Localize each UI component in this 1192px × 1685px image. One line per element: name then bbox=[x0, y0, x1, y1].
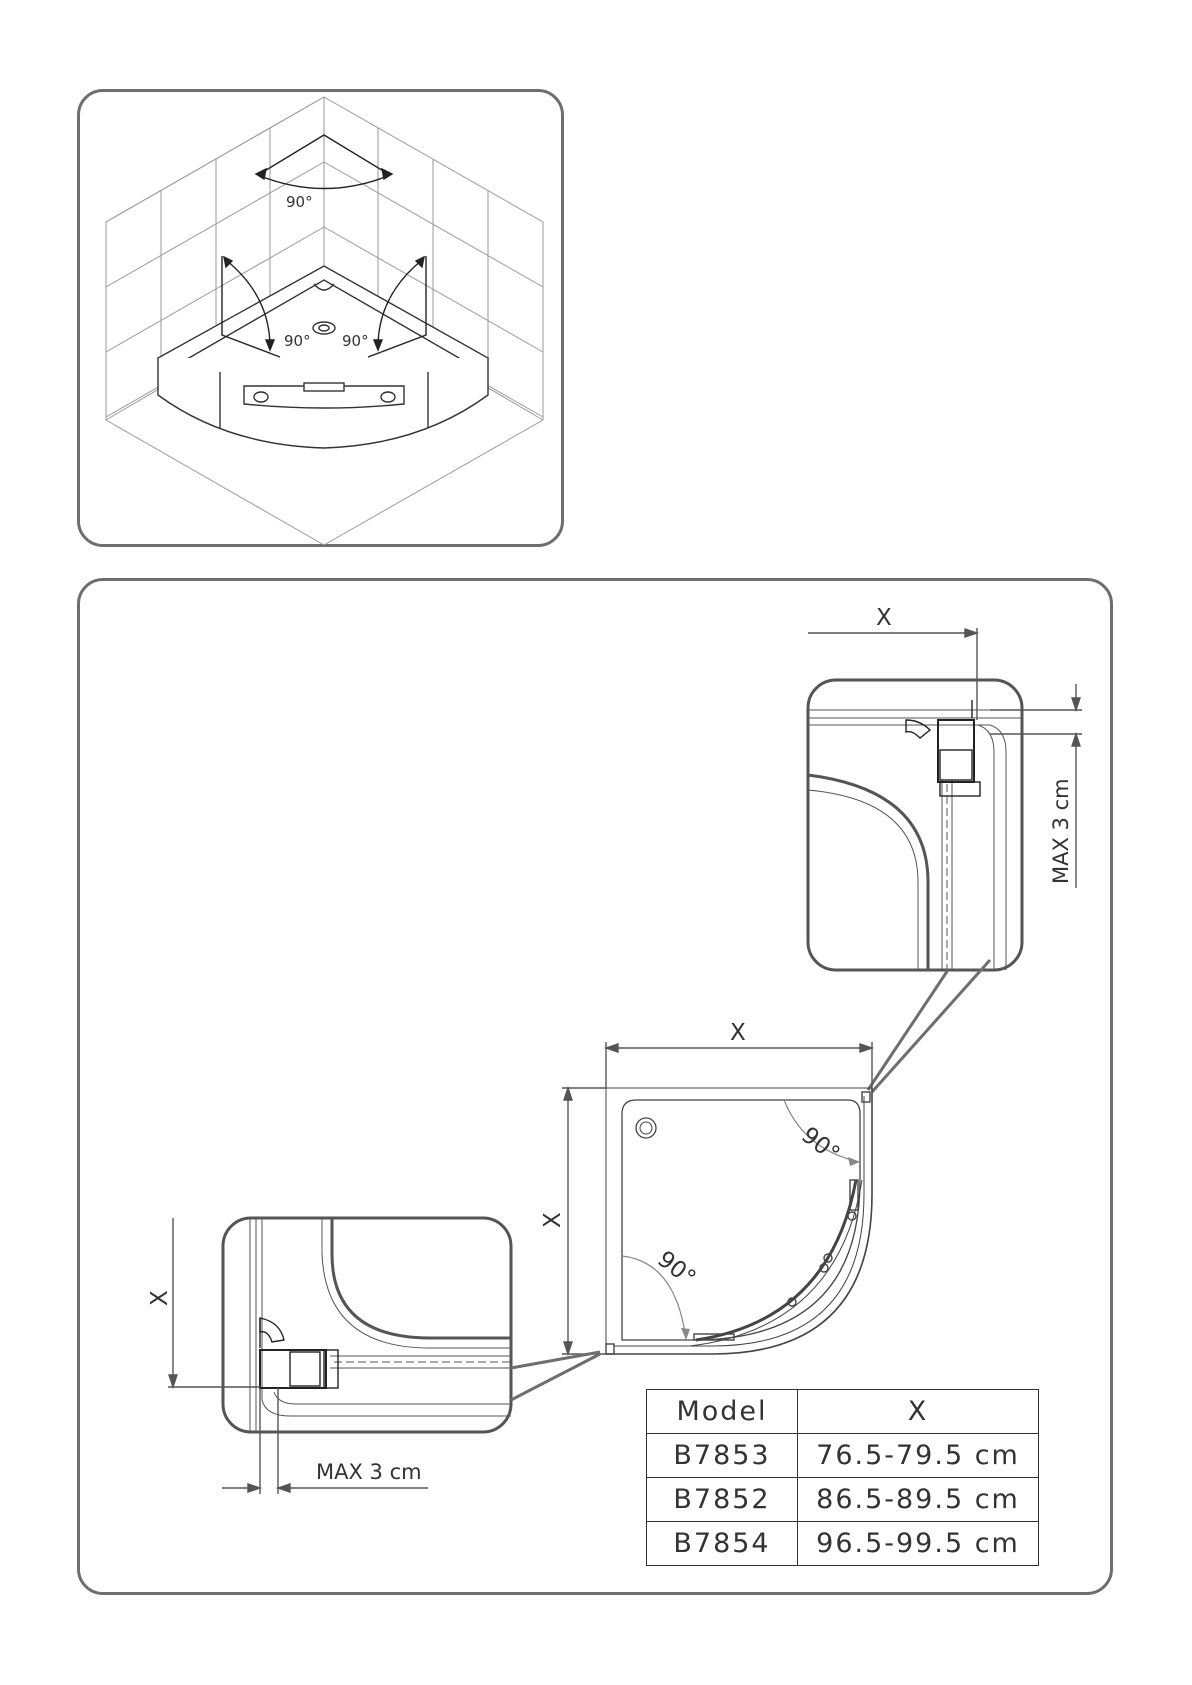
x-range-cell: 96.5-99.5 cm bbox=[798, 1522, 1039, 1566]
right-callout-connector bbox=[868, 960, 990, 1092]
table-row: B7854 96.5-99.5 cm bbox=[647, 1522, 1039, 1566]
column-header-x: X bbox=[798, 1390, 1039, 1434]
angle-label-left: 90° bbox=[284, 332, 311, 350]
max-label-left: MAX 3 cm bbox=[316, 1460, 422, 1484]
tray-plan-view bbox=[606, 1088, 872, 1354]
dim-label-x-right-detail: X bbox=[876, 605, 892, 631]
x-range-cell: 86.5-89.5 cm bbox=[798, 1478, 1039, 1522]
angle-label-lower: 90° bbox=[652, 1246, 700, 1292]
dimension-x-top bbox=[606, 1042, 872, 1088]
right-detail-callout bbox=[808, 680, 1022, 970]
max-label-right: MAX 3 cm bbox=[1049, 778, 1073, 884]
angle-label-upper: 90° bbox=[796, 1122, 844, 1168]
dim-label-x-left-detail: X bbox=[147, 1290, 173, 1306]
model-dimension-table: Model X B7853 76.5-79.5 cm B7852 86.5-89… bbox=[646, 1389, 1039, 1566]
model-cell: B7852 bbox=[647, 1478, 798, 1522]
x-range-cell: 76.5-79.5 cm bbox=[798, 1434, 1039, 1478]
angle-label-top: 90° bbox=[286, 193, 313, 211]
dim-label-x-vertical: X bbox=[540, 1212, 566, 1228]
table-row: B7853 76.5-79.5 cm bbox=[647, 1434, 1039, 1478]
left-detail-callout bbox=[223, 1218, 511, 1432]
model-cell: B7854 bbox=[647, 1522, 798, 1566]
dimension-x-vertical bbox=[562, 1088, 606, 1354]
column-header-model: Model bbox=[647, 1390, 798, 1434]
table-header-row: Model X bbox=[647, 1390, 1039, 1434]
angle-label-right: 90° bbox=[342, 332, 369, 350]
dim-label-x-top: X bbox=[730, 1020, 746, 1046]
left-callout-connector bbox=[511, 1352, 600, 1400]
model-cell: B7853 bbox=[647, 1434, 798, 1478]
table-row: B7852 86.5-89.5 cm bbox=[647, 1478, 1039, 1522]
